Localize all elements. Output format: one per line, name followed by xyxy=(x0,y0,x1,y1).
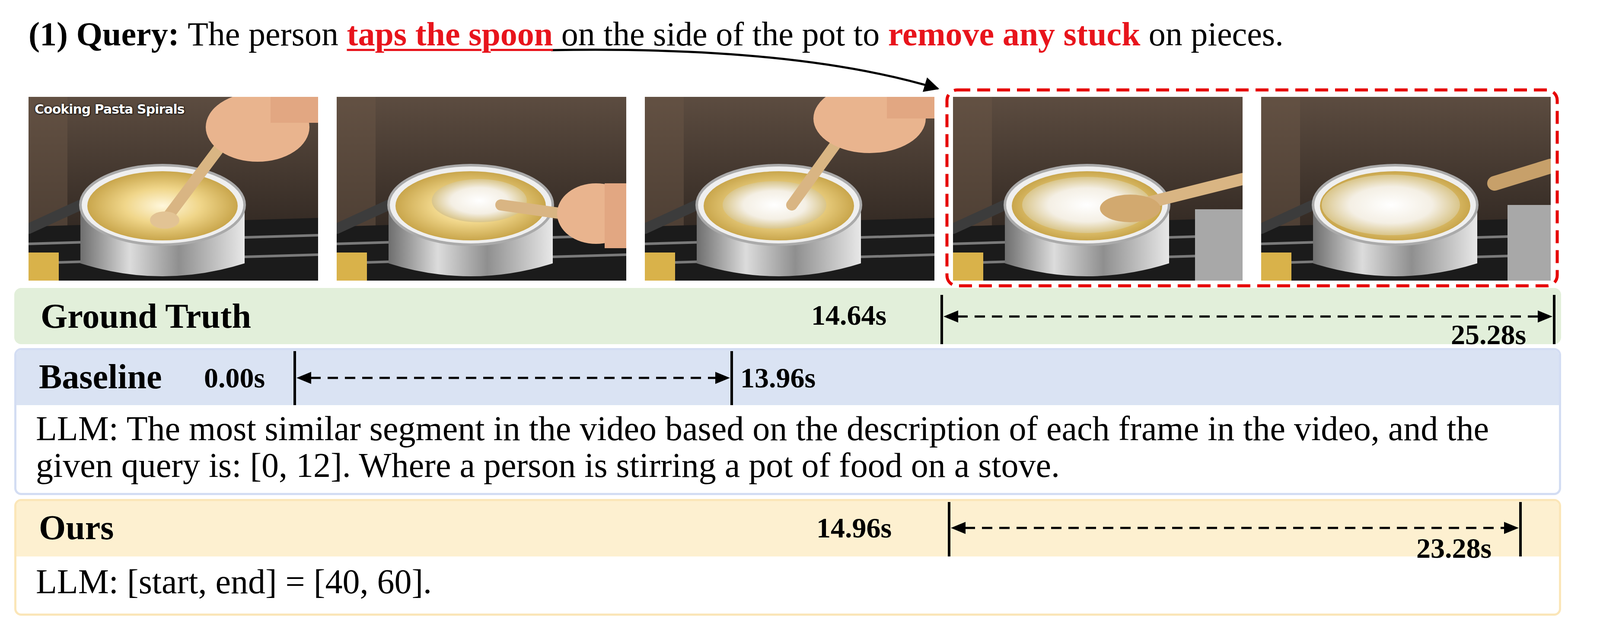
video-watermark: Cooking Pasta Spirals xyxy=(34,102,185,116)
baseline-panel: Baseline 0.00s 13.96sLLM: The most similar… xyxy=(14,347,1562,495)
time-label: 13.96s xyxy=(740,363,816,393)
time-label: 14.64s xyxy=(811,300,887,330)
ours-panel: Ours 14.96s 23.28sLLM: [start, end] = [40,… xyxy=(14,498,1562,616)
video-frame xyxy=(336,96,627,281)
row-heading: Ground Truth xyxy=(40,298,252,334)
time-label: 0.00s xyxy=(203,363,265,393)
query-prefix: (1) Query: xyxy=(28,14,180,54)
video-frame xyxy=(644,96,935,281)
llm-output-box: LLM: [start, end] = [40, 60]. xyxy=(16,556,1559,606)
time-label: 23.28s xyxy=(1416,533,1492,563)
header-fill xyxy=(16,500,1559,557)
query-line: (1) Query:The persontaps the spoonon the… xyxy=(28,14,1284,54)
llm-output-box: LLM: The most similar segment in the vid… xyxy=(16,404,1559,490)
query-text: The person xyxy=(187,14,339,54)
query-keyword: taps the spoon xyxy=(346,14,553,54)
time-label: 14.96s xyxy=(816,513,892,542)
llm-output: LLM: The most similar segment in the vid… xyxy=(35,410,1540,484)
row-heading: Ours xyxy=(38,509,114,545)
query-text: on the side of the pot to xyxy=(561,14,880,54)
ground-truth-band: Ground Truth14.64s25.28s xyxy=(14,287,1562,345)
query-text: on pieces. xyxy=(1148,14,1284,54)
video-frame xyxy=(1261,96,1551,281)
llm-output: LLM: [start, end] = [40, 60]. xyxy=(35,563,1540,600)
video-frame xyxy=(952,96,1243,281)
video-frame xyxy=(28,96,319,281)
query-keyword: remove any stuck xyxy=(888,14,1141,54)
time-label: 25.28s xyxy=(1450,320,1527,349)
row-heading: Baseline xyxy=(38,359,162,394)
pointer-arrow xyxy=(551,49,938,89)
highlight-box xyxy=(946,89,1558,286)
